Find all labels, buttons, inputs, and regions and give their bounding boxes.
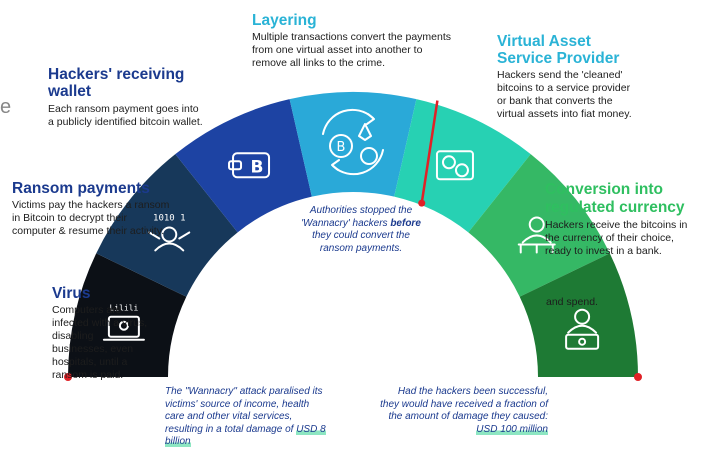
stage-desc-conversion: Hackers receive the bitcoins in the curr… — [545, 219, 688, 257]
note-authorities-post: they could convert the ransom payments. — [312, 230, 410, 254]
arc-segment-vasp — [394, 99, 531, 233]
stage-desc-vasp: Hackers send the 'cleaned' bitcoins to a… — [497, 69, 632, 120]
arc-segment-conversion — [468, 154, 610, 297]
note-authorities-pre: Authorities stopped the 'Wannacry' hacke… — [301, 205, 413, 229]
stage-title-wallet: Hackers' receiving wallet — [48, 66, 185, 100]
crypto-cycle-icon: B — [322, 108, 384, 176]
stage-title-ransom: Ransom payments — [12, 180, 150, 197]
stage-desc-ransom: Victims pay the hackers a ransom in Bitc… — [12, 199, 170, 237]
stage-title-layering: Layering — [252, 12, 317, 29]
note-attack: The "Wannacry" attack paralised its vict… — [165, 386, 330, 449]
start-dot — [64, 373, 72, 381]
hacker-bank-icon — [517, 216, 556, 254]
stage-desc-wallet: Each ransom payment goes into a publicly… — [48, 103, 203, 128]
svg-text:1010 1: 1010 1 — [153, 213, 186, 223]
stage-title-vasp: Virtual Asset Service Provider — [497, 33, 620, 67]
stop-marker-dot — [418, 199, 426, 207]
hacker-binary-icon: 1010 1 — [148, 213, 191, 252]
bitcoin-wallet-icon: B — [228, 152, 271, 179]
note-success-text: Had the hackers been successful, they wo… — [380, 386, 548, 422]
svg-text:B: B — [337, 140, 346, 155]
hacker-cash-icon — [565, 308, 600, 350]
note-success-amount: USD 100 million — [476, 423, 548, 435]
note-authorities-bold: before — [390, 217, 421, 229]
stage-desc-spend: and spend. — [546, 296, 598, 308]
stage-title-virus: Virus — [52, 285, 91, 302]
stage-title-conversion: Conversion into regulated currency — [545, 181, 685, 216]
cropped-letter: e — [0, 96, 12, 118]
svg-text:B: B — [251, 157, 264, 177]
note-attack-text: The "Wannacry" attack paralised its vict… — [165, 386, 323, 435]
end-dot — [634, 373, 642, 381]
note-success: Had the hackers been successful, they wo… — [378, 386, 548, 436]
stage-desc-layering: Multiple transactions convert the paymen… — [252, 31, 452, 69]
laptop-virus-icon: Lilili — [102, 304, 145, 341]
arc-segment-layering — [289, 92, 417, 197]
arc-segment-ransom — [96, 154, 238, 297]
stop-marker-line — [420, 100, 439, 204]
arc-segment-virus — [68, 253, 187, 377]
arc-segment-wallet — [175, 99, 312, 233]
note-authorities: Authorities stopped the 'Wannacry' hacke… — [296, 205, 426, 255]
arc-segment-spend — [519, 253, 638, 377]
svg-text:Lilili: Lilili — [109, 304, 138, 313]
exchange-icon — [435, 150, 474, 181]
stage-desc-virus: Computers are infected with a virus, dis… — [52, 304, 148, 381]
